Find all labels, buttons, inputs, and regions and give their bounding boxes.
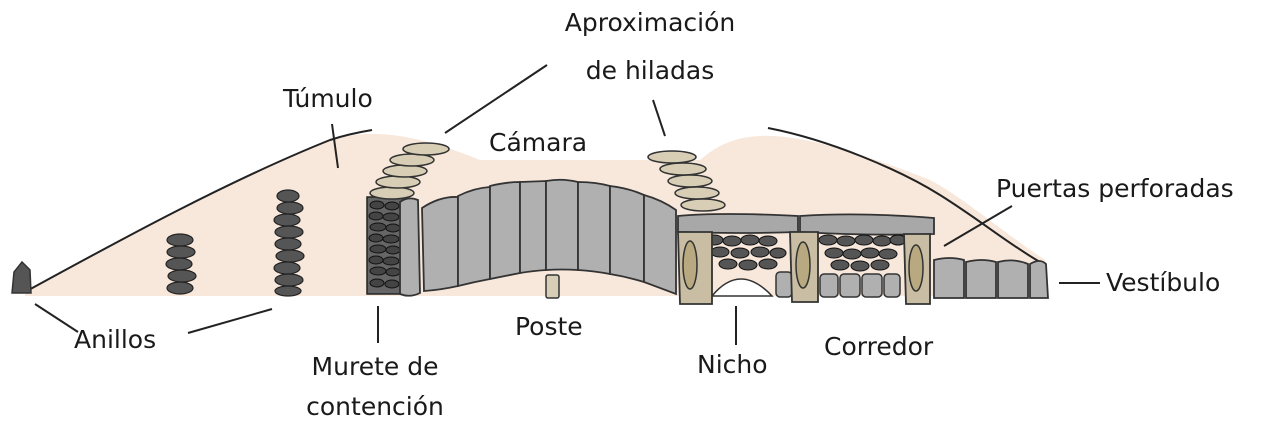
label-murete-line1: Murete de xyxy=(311,352,439,381)
perforated-door-1 xyxy=(677,231,713,305)
ring-stones-column-1 xyxy=(165,233,197,295)
mound-outline xyxy=(24,129,373,293)
label-puertas-perforadas: Puertas perforadas xyxy=(996,174,1234,203)
corbel-stones-right xyxy=(647,150,726,212)
label-murete-line2: contención xyxy=(306,392,444,421)
ring-stone-outer xyxy=(11,260,32,294)
perforated-door-3 xyxy=(903,233,931,305)
leader-lines xyxy=(34,64,1100,345)
label-tumulo: Túmulo xyxy=(283,84,373,113)
perforated-door-2 xyxy=(789,231,819,303)
niche-opening xyxy=(710,278,774,297)
label-aproximacion-line2: de hiladas xyxy=(585,56,715,85)
corbel-stones-left xyxy=(369,142,450,200)
ring-stones-column-2 xyxy=(273,189,305,297)
label-poste: Poste xyxy=(515,312,583,341)
label-nicho: Nicho xyxy=(697,350,768,379)
label-anillos: Anillos xyxy=(74,325,157,354)
label-vestibulo: Vestíbulo xyxy=(1106,268,1221,297)
vestibule-stones xyxy=(933,257,1049,299)
label-corredor: Corredor xyxy=(824,332,934,361)
label-aproximacion-line1: Aproximación xyxy=(564,8,736,37)
label-camara: Cámara xyxy=(489,128,588,157)
retaining-wall xyxy=(366,196,404,295)
corridor-fill-stones xyxy=(704,234,907,272)
chamber-orthostats xyxy=(399,178,677,297)
post xyxy=(545,274,560,299)
mound-outline-right xyxy=(767,127,1041,263)
corridor-capstones xyxy=(677,213,935,236)
corridor-base-stones xyxy=(775,271,901,298)
